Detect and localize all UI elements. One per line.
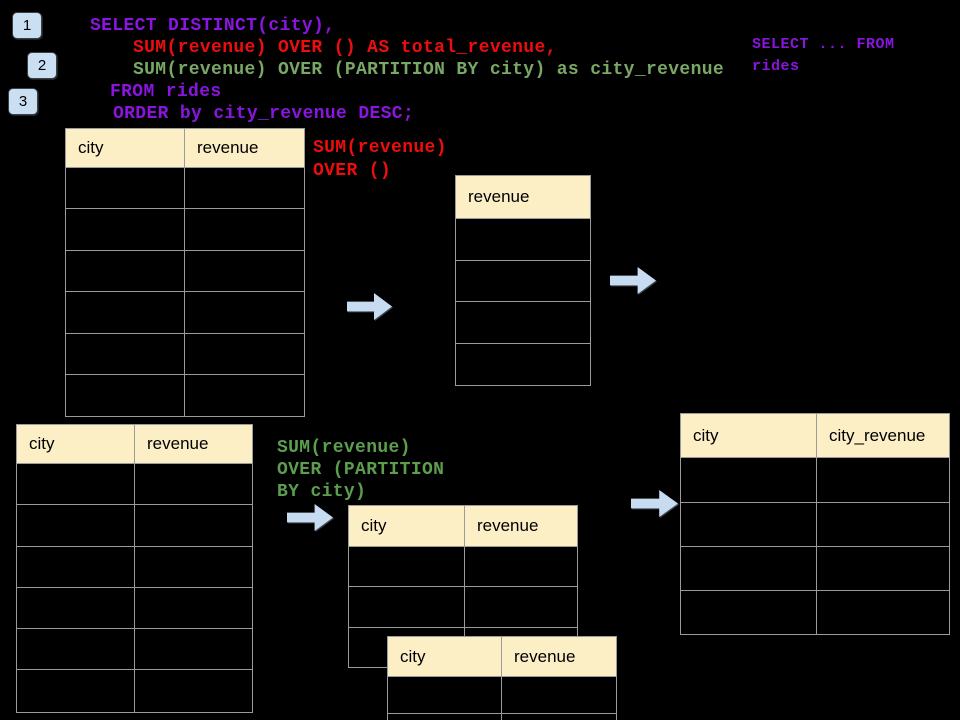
- table-cell: [502, 677, 616, 714]
- annotation-total-line2: OVER (): [313, 161, 392, 181]
- table-cell: [464, 547, 577, 587]
- table-cell: [456, 261, 590, 302]
- table-source-top: city revenue: [65, 128, 305, 417]
- table-cell: [185, 375, 304, 416]
- table-partition-mid: city revenue: [348, 505, 578, 668]
- table-cell: [17, 505, 135, 547]
- annotation-partition-line3: BY city): [277, 482, 367, 502]
- arrow-right-icon: [347, 293, 392, 320]
- step-badge-1: 1: [12, 12, 42, 39]
- table-cell: [681, 591, 817, 634]
- table-cell: [66, 168, 185, 209]
- table-cell: [185, 168, 304, 209]
- sql-line-sum-over-total: SUM(revenue) OVER () AS total_revenue,: [133, 38, 557, 58]
- column-header-city: city: [388, 637, 502, 677]
- table-cell: [816, 458, 949, 503]
- table-cell: [349, 587, 465, 628]
- table-cell: [66, 209, 185, 251]
- table-cell: [17, 464, 135, 505]
- table-cell: [185, 334, 304, 375]
- table-cell: [681, 547, 817, 591]
- column-header-revenue: revenue: [464, 506, 577, 547]
- column-header-revenue: revenue: [502, 637, 616, 677]
- sql-line-order-by: ORDER by city_revenue DESC;: [113, 104, 415, 124]
- step-badge-1-label: 1: [22, 17, 32, 34]
- table-cell: [456, 344, 590, 385]
- table-cell: [66, 292, 185, 334]
- table-cell: [66, 375, 185, 416]
- column-header-revenue: revenue: [135, 425, 252, 464]
- table-cell: [17, 588, 135, 629]
- table-cell: [816, 547, 949, 591]
- table-cell: [456, 302, 590, 344]
- table-cell: [66, 334, 185, 375]
- table-total-revenue: revenue: [455, 175, 591, 386]
- column-header-revenue: revenue: [456, 176, 590, 219]
- arrow-right-shape: [287, 504, 333, 531]
- table-cell: [17, 629, 135, 670]
- arrow-right-shape: [347, 293, 392, 320]
- table-cell: [349, 547, 465, 587]
- table-cell: [185, 292, 304, 334]
- column-header-city: city: [66, 129, 185, 168]
- column-header-city-revenue: city_revenue: [816, 414, 949, 458]
- arrow-right-icon: [631, 490, 678, 517]
- arrow-right-shape: [610, 267, 656, 294]
- annotation-partition-line2: OVER (PARTITION: [277, 460, 445, 480]
- table-cell: [817, 591, 949, 634]
- annotation-partition-line1: SUM(revenue): [277, 438, 411, 458]
- side-note-select-from: SELECT ... FROM: [752, 36, 895, 53]
- sql-line-from: FROM rides: [110, 82, 222, 102]
- table-cell: [388, 714, 502, 720]
- arrow-right-shape: [631, 490, 678, 517]
- sql-line-sum-over-partition: SUM(revenue) OVER (PARTITION BY city) as…: [133, 60, 725, 80]
- table-source-bottom: city revenue: [16, 424, 253, 713]
- table-result: city city_revenue: [680, 413, 950, 635]
- table-cell: [17, 670, 135, 712]
- table-cell: [135, 505, 252, 547]
- table-cell: [135, 464, 252, 505]
- table-cell: [502, 714, 616, 720]
- table-cell: [135, 670, 252, 712]
- column-header-city: city: [349, 506, 465, 547]
- table-cell: [185, 209, 304, 251]
- table-cell: [135, 629, 252, 670]
- step-badge-3-label: 3: [18, 93, 28, 110]
- table-cell: [135, 588, 252, 629]
- annotation-total-line1: SUM(revenue): [313, 138, 447, 158]
- table-cell: [17, 547, 135, 588]
- column-header-revenue: revenue: [185, 129, 304, 168]
- table-partition-overlap: city revenue: [387, 636, 617, 720]
- table-cell: [456, 219, 590, 261]
- sql-line-select: SELECT DISTINCT(city),: [90, 16, 336, 36]
- column-header-city: city: [681, 414, 817, 458]
- step-badge-2: 2: [27, 52, 57, 79]
- table-cell: [388, 677, 502, 714]
- step-badge-2-label: 2: [37, 57, 47, 74]
- step-badge-3: 3: [8, 88, 38, 115]
- table-cell: [185, 251, 304, 292]
- table-cell: [66, 251, 185, 292]
- table-cell: [681, 458, 817, 503]
- arrow-right-icon: [287, 504, 333, 531]
- side-note-rides: rides: [752, 58, 800, 75]
- table-cell: [464, 587, 577, 628]
- table-cell: [816, 503, 949, 547]
- column-header-city: city: [17, 425, 135, 464]
- table-cell: [681, 503, 817, 547]
- table-cell: [135, 547, 252, 588]
- arrow-right-icon: [610, 267, 656, 294]
